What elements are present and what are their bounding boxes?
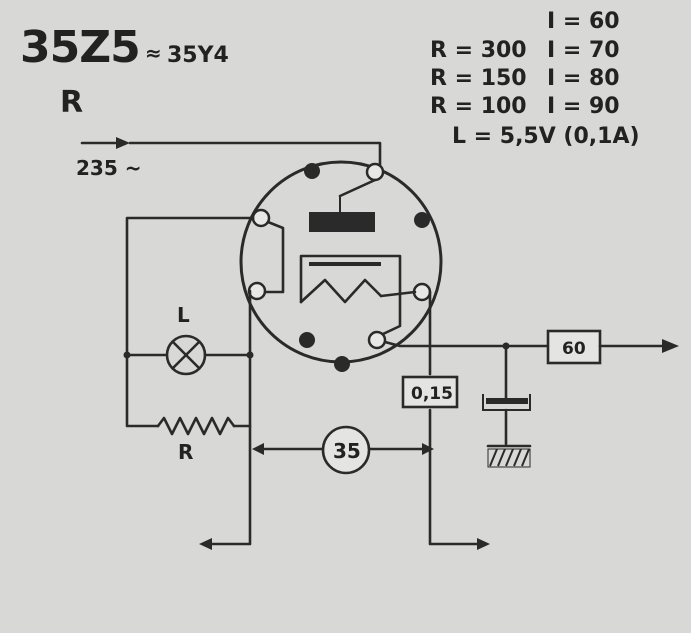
cathode-heater <box>263 220 417 336</box>
spec-i-2: I = 80 <box>547 66 620 91</box>
tube-label-r: R <box>60 85 83 120</box>
voltage-circle-value: 35 <box>333 439 361 463</box>
pin-open <box>247 281 267 301</box>
input-label: 235 ~ <box>76 156 141 180</box>
current-box-left-value: 0,15 <box>411 384 453 404</box>
lamp-label: L <box>177 303 190 327</box>
capacitor-icon <box>482 344 531 446</box>
resistor-label: R <box>178 440 193 464</box>
pin-open <box>365 162 385 182</box>
current-box-left <box>401 375 459 409</box>
spec-r-1: R = 300 <box>430 38 527 63</box>
left-output-wire <box>206 289 252 546</box>
right-output-arrow <box>477 538 490 550</box>
lamp-spec: L = 5,5V (0,1A) <box>452 124 640 149</box>
pin-open <box>251 208 271 228</box>
tube-type: 35Z5 <box>20 22 140 73</box>
tube-equivalent: 35Y4 <box>167 43 229 68</box>
spec-table: I = 60 R = 300 I = 70 R = 150 I = 80 R =… <box>430 9 640 149</box>
spec-i-0: I = 60 <box>547 9 620 34</box>
resistor-icon <box>156 416 236 436</box>
input-wire <box>128 141 382 172</box>
output-right-arrow <box>662 339 679 353</box>
pin-key <box>334 356 350 372</box>
lamp-icon <box>165 334 207 376</box>
spec-r-3: R = 100 <box>430 94 527 119</box>
tube-pins <box>247 162 432 372</box>
spec-i-3: I = 90 <box>547 94 620 119</box>
left-output-arrow <box>199 538 212 550</box>
current-box-right-value: 60 <box>562 339 586 359</box>
junction-dot <box>123 351 131 359</box>
left-loop-wire <box>125 216 255 428</box>
current-box-right <box>546 329 602 365</box>
output-wire <box>383 340 550 348</box>
pin-dark <box>304 163 320 179</box>
pin-open <box>367 330 387 350</box>
anode-plate <box>309 178 377 232</box>
ground-icon <box>486 444 532 468</box>
pin-dark <box>414 212 430 228</box>
input-arrow <box>80 137 130 149</box>
spec-i-1: I = 70 <box>547 38 620 63</box>
spec-r-2: R = 150 <box>430 66 527 91</box>
right-lower-wire <box>428 408 482 546</box>
approx-equal-sign: ≈ <box>145 41 162 65</box>
pin-dark <box>299 332 315 348</box>
pin-open <box>412 282 432 302</box>
voltage-measure <box>252 425 434 475</box>
